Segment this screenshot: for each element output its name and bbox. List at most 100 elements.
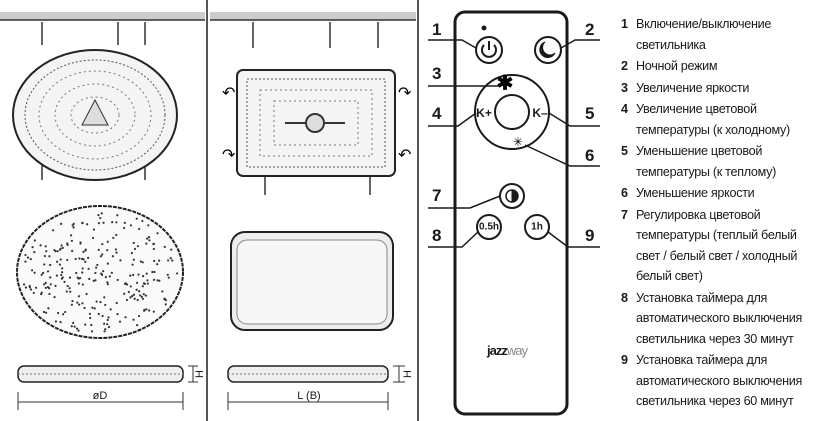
diffuser-dot: [115, 251, 118, 254]
timer-30-button[interactable]: [476, 214, 502, 240]
diffuser-dot: [119, 259, 122, 262]
diffuser-dot: [69, 290, 72, 293]
callout-7: 7: [432, 186, 442, 205]
diffuser-dot: [84, 260, 87, 263]
diffuser-dot: [97, 248, 100, 251]
legend-num: 8: [621, 290, 628, 305]
diffuser-dot: [143, 308, 146, 311]
legend-text: Уменьшение яркости: [636, 186, 755, 200]
diffuser-dot: [94, 279, 97, 282]
center-button[interactable]: [494, 94, 530, 130]
sun-large-icon: ✱: [497, 72, 514, 94]
diffuser-dot: [127, 290, 130, 294]
diffuser-dot: [170, 248, 173, 251]
diffuser-dot: [43, 263, 46, 266]
diffuser-dot: [29, 258, 32, 261]
diffuser-dot: [33, 271, 36, 274]
diffuser-dot: [61, 271, 64, 274]
diffuser-dot: [125, 298, 129, 302]
diffuser-dot: [166, 273, 169, 276]
diffuser-dot: [86, 223, 89, 226]
round-lamp-side-view: [17, 365, 198, 410]
diffuser-dot: [66, 242, 69, 245]
diffuser-dot: [48, 292, 51, 296]
diffuser-dot: [45, 311, 48, 314]
legend-num: 6: [621, 186, 628, 200]
diffuser-dot: [135, 288, 138, 291]
legend-num: 5: [621, 144, 628, 158]
diffuser-dot: [82, 250, 85, 253]
diffuser-dot: [68, 276, 72, 279]
legend-text: Включение/выключение светильника: [636, 17, 772, 52]
diffuser-dot: [100, 212, 103, 215]
diffuser-dot: [156, 232, 159, 235]
diffuser-dot: [107, 316, 110, 319]
square-height-label: H: [402, 370, 414, 378]
diffuser-dot: [66, 258, 69, 262]
legend-num: 9: [621, 353, 628, 367]
cct-up-button[interactable]: K+: [476, 106, 492, 120]
diffuser-dot: [77, 277, 80, 280]
diffuser-dot: [77, 282, 80, 285]
diffuser-dot: [88, 312, 92, 315]
diffuser-dot: [135, 281, 139, 284]
diffuser-dot: [51, 229, 55, 232]
round-height-label: H: [194, 370, 206, 378]
night-mode-button[interactable]: [534, 36, 562, 64]
diffuser-dot: [83, 306, 86, 310]
diffuser-dot: [84, 248, 87, 251]
timer-30-label[interactable]: 0.5h: [478, 221, 500, 233]
diffuser-dot: [66, 284, 69, 288]
diffuser-dot: [72, 222, 75, 225]
diffuser-dot: [163, 245, 166, 249]
legend-text: Установка таймера для автоматического вы…: [636, 353, 803, 408]
diffuser-dot: [107, 326, 111, 329]
diffuser-dot: [48, 255, 51, 258]
diffuser-dot: [152, 247, 155, 251]
timer-60-button[interactable]: [524, 214, 550, 240]
diffuser-dot: [132, 318, 135, 321]
callout-1: 1: [432, 20, 442, 39]
diffuser-dot: [84, 323, 87, 326]
diffuser-dot: [44, 281, 47, 284]
diffuser-dot: [171, 259, 174, 262]
diffuser-dot: [73, 325, 76, 328]
diffuser-dot: [114, 248, 118, 251]
diffuser-dot: [75, 271, 78, 275]
diffuser-dot: [106, 318, 109, 322]
ceiling: [210, 12, 416, 20]
legend-num: 4: [621, 102, 628, 116]
diffuser-dot: [118, 320, 122, 323]
diffuser-dot: [103, 330, 106, 333]
callout-6: 6: [585, 146, 595, 165]
diffuser-dot: [64, 310, 67, 314]
diffuser-dot: [167, 259, 170, 262]
callout-5: 5: [585, 104, 595, 123]
diffuser-dot: [46, 270, 50, 273]
diffuser-dot: [152, 310, 155, 313]
power-button[interactable]: [475, 36, 503, 64]
diffuser-dot: [43, 283, 46, 286]
diffuser-dot: [124, 282, 127, 285]
diffuser-dot: [77, 295, 80, 298]
control-ring[interactable]: [474, 74, 550, 150]
diffuser-dot: [116, 214, 119, 217]
diffuser-dot: [97, 222, 101, 225]
cct-down-button[interactable]: K–: [532, 106, 548, 120]
diffuser-dot: [39, 244, 42, 247]
diffuser-dot: [77, 329, 80, 332]
diffuser-dot: [106, 323, 109, 326]
diffuser-dot: [106, 240, 109, 243]
diffuser-dot: [58, 263, 61, 266]
diffuser-dot: [136, 245, 140, 248]
diffuser-dot: [145, 308, 148, 311]
diffuser-dot: [101, 314, 104, 318]
legend-item: 9 Установка таймера для автоматического в…: [621, 350, 814, 412]
diffuser-dot: [70, 325, 73, 328]
legend-text: Ночной режим: [636, 59, 718, 73]
timer-60-label[interactable]: 1h: [531, 221, 543, 233]
